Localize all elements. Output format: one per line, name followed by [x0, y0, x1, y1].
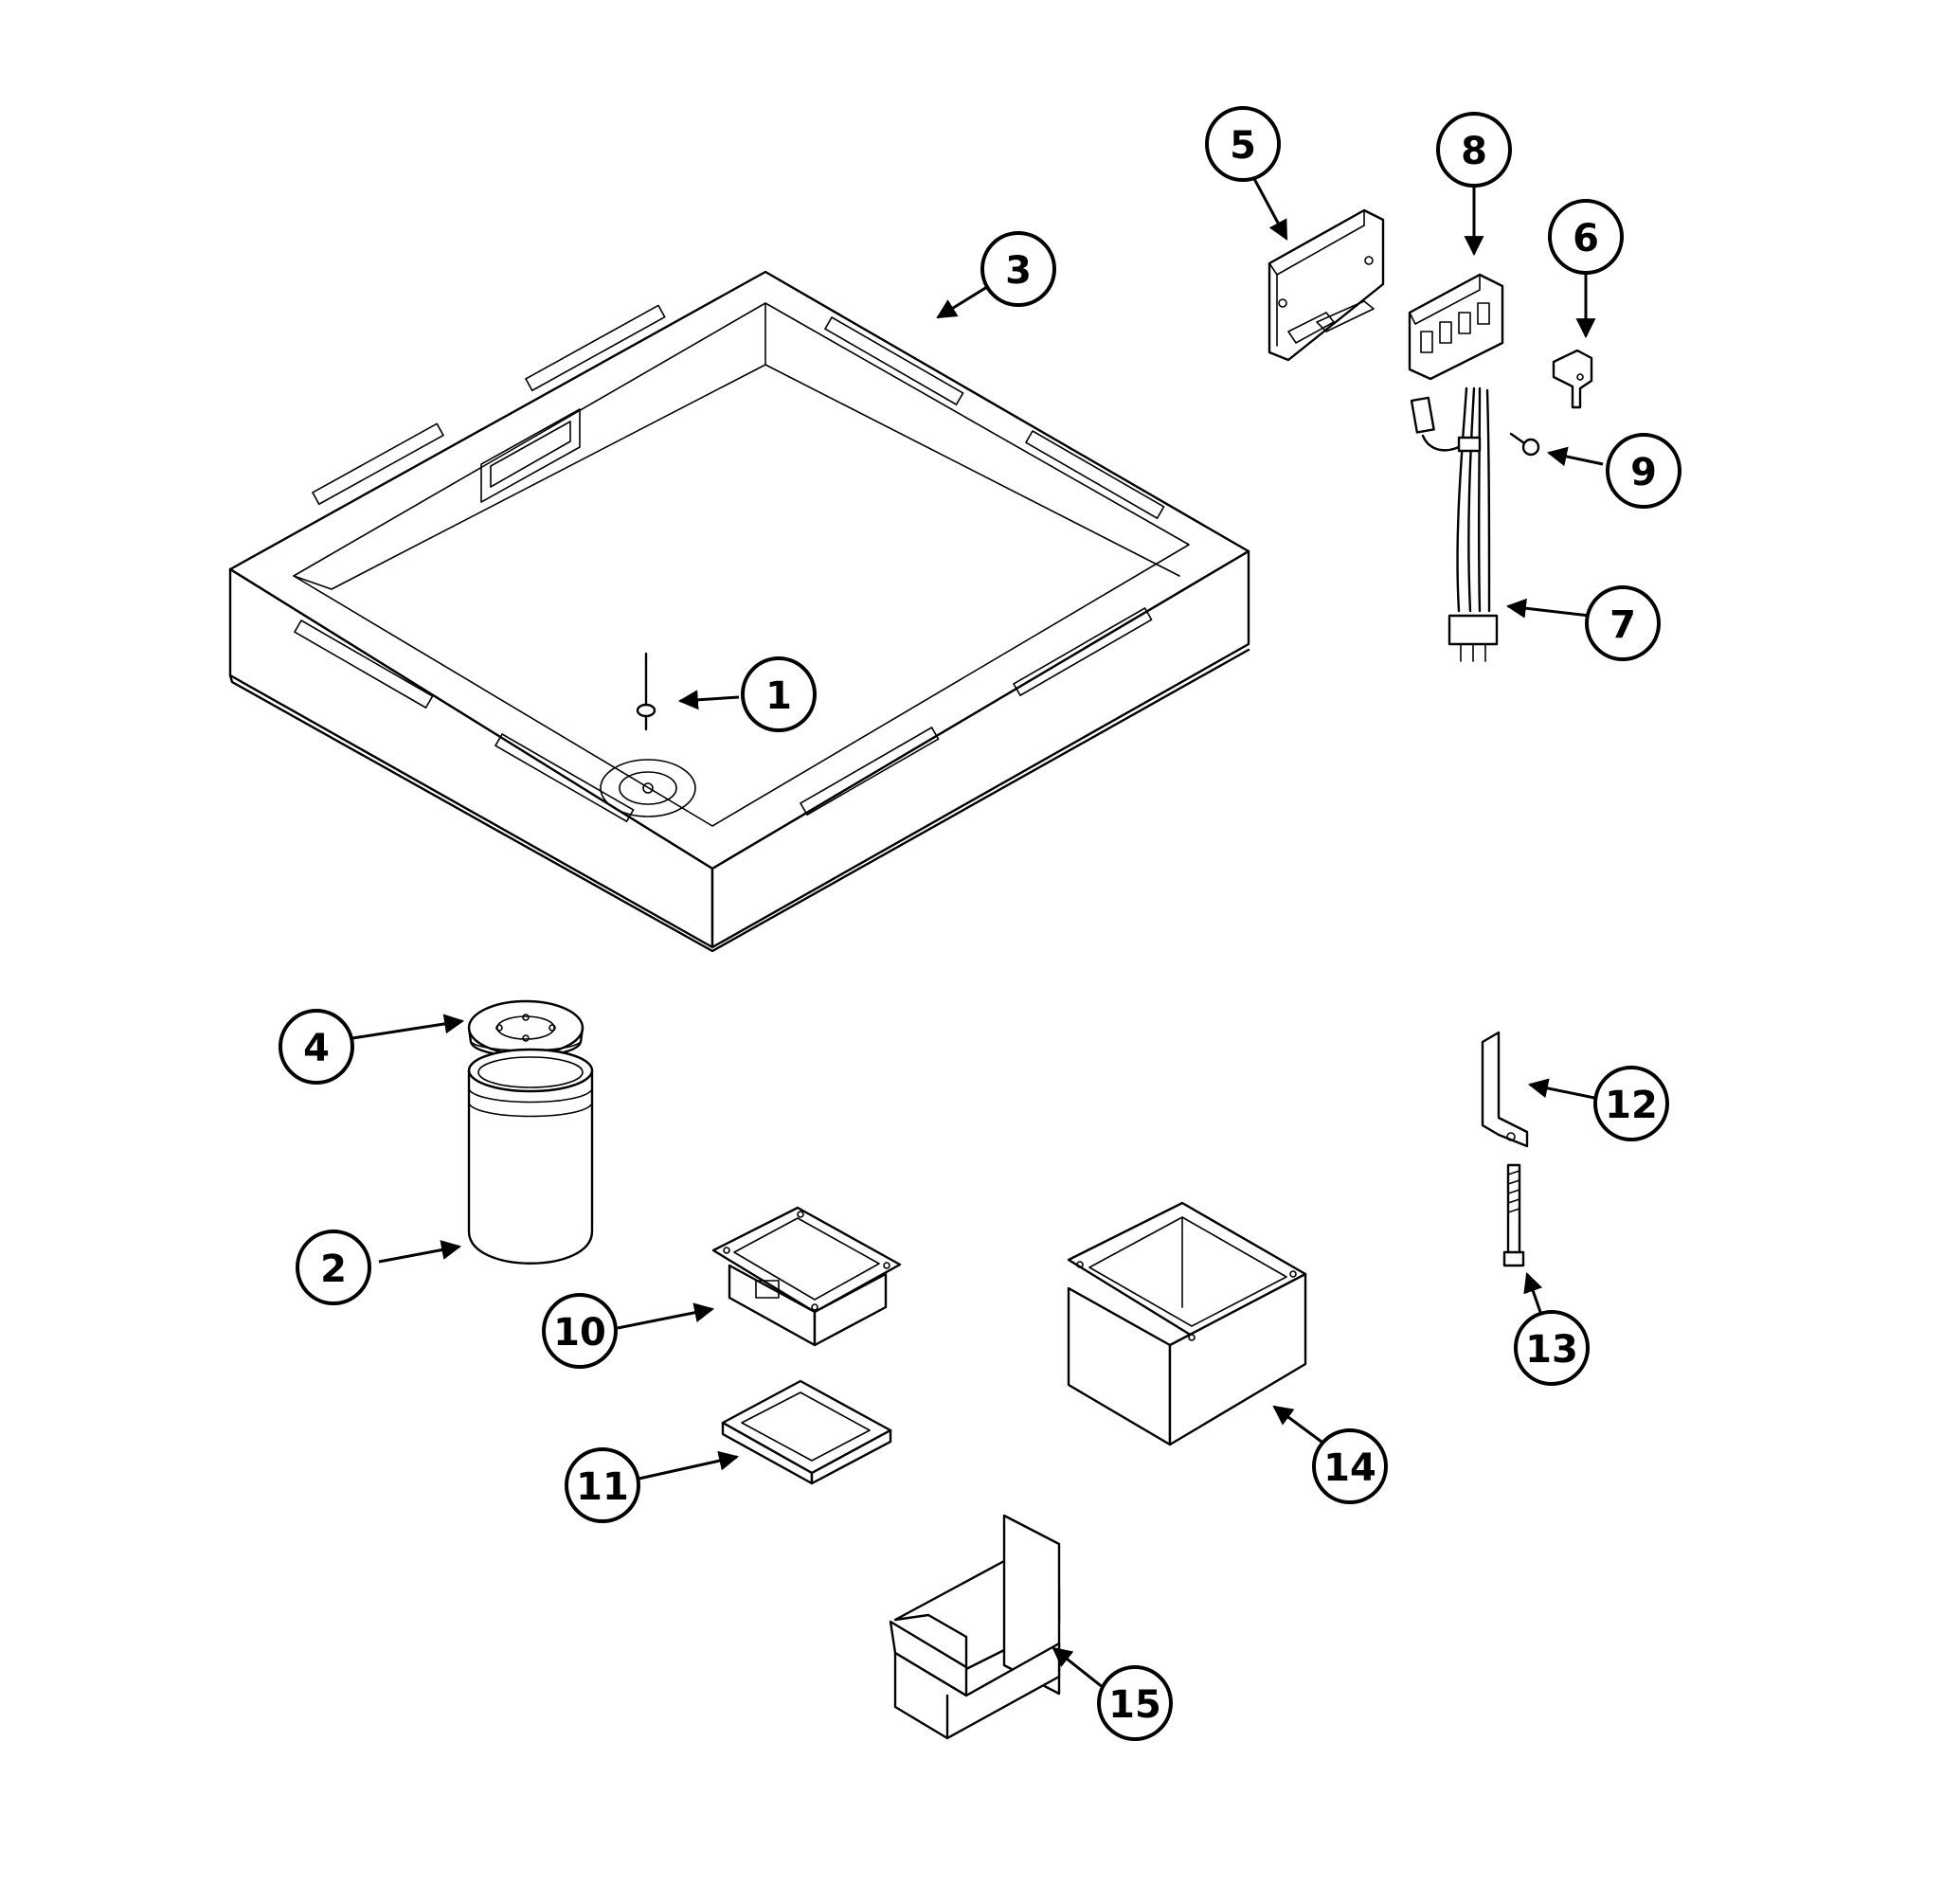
callout-11-label: 11: [576, 1465, 629, 1509]
callout-2-label: 2: [320, 1248, 347, 1291]
cover-plate-part: [721, 1379, 892, 1485]
mounting-bracket-part: [1268, 208, 1385, 362]
channel-cover-part: [889, 1514, 1061, 1740]
screw-part: [1509, 432, 1540, 457]
callout-3-label: 3: [1005, 249, 1032, 293]
bolt-part: [1502, 1163, 1525, 1267]
callout-7-label: 7: [1609, 603, 1636, 647]
callout-9: 9: [1606, 433, 1681, 509]
rivet-part: [636, 652, 656, 731]
open-box-part: [1067, 1201, 1307, 1446]
callout-12: 12: [1593, 1066, 1669, 1141]
callout-3: 3: [980, 231, 1056, 307]
container-part: [467, 1048, 594, 1265]
callout-1: 1: [741, 656, 817, 732]
callout-6-label: 6: [1573, 217, 1599, 260]
cap-part: [467, 999, 584, 1058]
callout-9-label: 9: [1630, 451, 1657, 494]
callout-5: 5: [1205, 106, 1281, 182]
callout-14: 14: [1312, 1428, 1388, 1504]
callout-7: 7: [1585, 585, 1661, 661]
terminal-block-part: [1408, 273, 1504, 381]
callout-15-label: 15: [1108, 1683, 1161, 1727]
callout-4: 4: [279, 1009, 354, 1085]
callout-13-label: 13: [1525, 1328, 1578, 1372]
callout-6: 6: [1548, 199, 1624, 275]
callout-13: 13: [1514, 1310, 1590, 1386]
callout-8-label: 8: [1461, 130, 1487, 173]
callout-1-label: 1: [765, 674, 792, 718]
leader-lines: [351, 174, 1604, 1690]
retaining-clip-part: [1552, 349, 1593, 409]
wire-harness-part: [1410, 386, 1499, 662]
drain-pan-part: [228, 270, 1250, 953]
junction-box-part: [711, 1206, 902, 1347]
callout-2: 2: [296, 1230, 371, 1305]
callout-12-label: 12: [1605, 1084, 1658, 1127]
callout-15: 15: [1097, 1665, 1173, 1741]
callout-8: 8: [1436, 112, 1512, 188]
leveling-bracket-part: [1481, 1031, 1529, 1148]
callout-10: 10: [542, 1293, 618, 1369]
callout-14-label: 14: [1323, 1446, 1376, 1490]
callout-5-label: 5: [1230, 124, 1256, 168]
callout-11: 11: [565, 1447, 640, 1523]
callout-10-label: 10: [553, 1311, 606, 1355]
callout-4-label: 4: [303, 1027, 330, 1070]
